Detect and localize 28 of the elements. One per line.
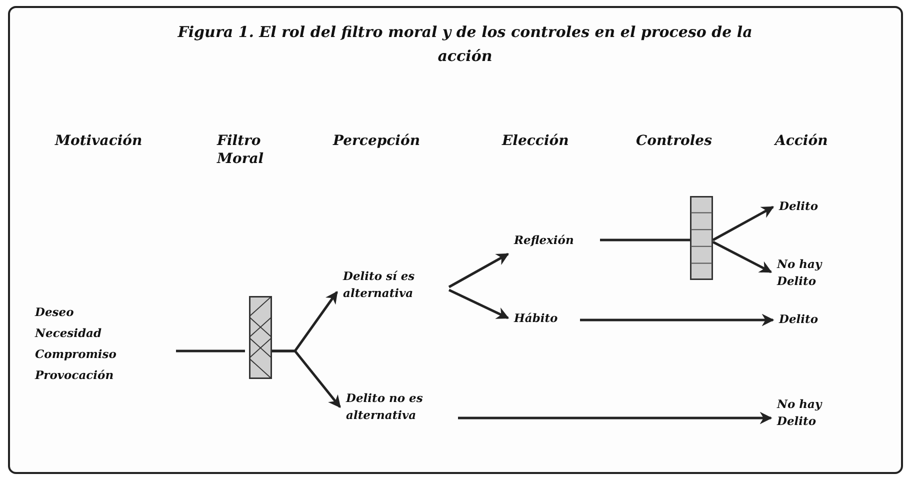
connector-line xyxy=(176,350,245,352)
column-header: Acción xyxy=(775,132,829,150)
motive-label: Compromiso xyxy=(35,346,118,363)
column-header: Motivación xyxy=(55,132,144,150)
column-header: Controles xyxy=(636,132,713,150)
node-label: No hay Delito xyxy=(777,256,824,290)
motive-label: Deseo xyxy=(35,304,75,321)
column-header: Percepción xyxy=(333,132,422,150)
arrow xyxy=(448,252,510,288)
node-label: Reflexión xyxy=(514,232,575,249)
figure-title: Figura 1. El rol del filtro moral y de los controles en el proceso de la acción xyxy=(176,22,754,67)
arrow xyxy=(458,412,772,424)
column-header: Filtro Moral xyxy=(217,132,265,168)
arrow xyxy=(272,350,341,408)
arrow xyxy=(580,314,774,326)
node-label: Delito sí es alternativa xyxy=(343,268,416,302)
node-label: No hay Delito xyxy=(777,396,824,430)
node-label: Delito xyxy=(779,311,820,328)
arrow xyxy=(448,288,510,320)
node-label: Hábito xyxy=(514,310,559,327)
arrow xyxy=(712,206,774,242)
arrow xyxy=(712,240,772,274)
node-label: Delito no es alternativa xyxy=(346,390,424,424)
motive-label: Provocación xyxy=(35,367,115,384)
column-header: Elección xyxy=(502,132,570,150)
motive-label: Necesidad xyxy=(35,325,103,342)
node-label: Delito xyxy=(779,198,820,215)
connector-line xyxy=(600,238,690,242)
